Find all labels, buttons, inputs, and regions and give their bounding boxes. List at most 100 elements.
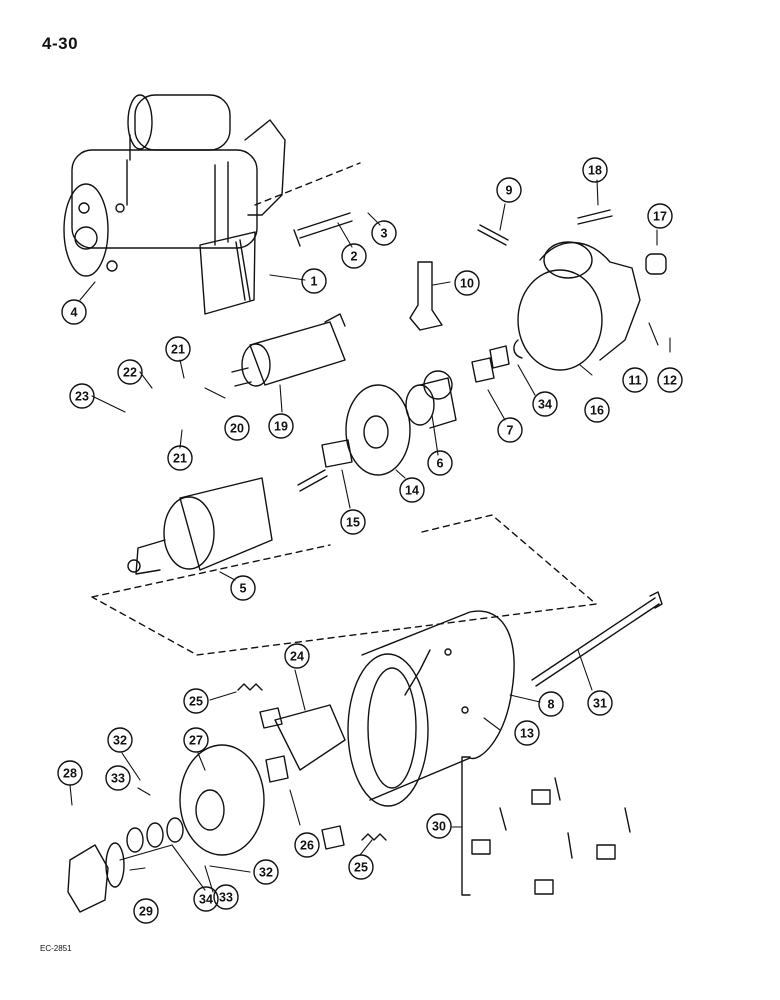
svg-text:25: 25 [189, 695, 203, 709]
decal [199, 231, 256, 315]
svg-text:3: 3 [381, 227, 388, 241]
callout-4[interactable]: 4 [61, 299, 87, 325]
callout-7[interactable]: 7 [497, 417, 523, 443]
callout-14[interactable]: 14 [399, 477, 425, 503]
svg-text:22: 22 [123, 366, 137, 380]
callout-33[interactable]: 33 [213, 884, 239, 910]
svg-text:21: 21 [173, 452, 187, 466]
callout-34[interactable]: 34 [532, 391, 558, 417]
callout-13[interactable]: 13 [514, 720, 540, 746]
svg-text:6: 6 [437, 457, 444, 471]
bolt [477, 224, 509, 246]
callout-17[interactable]: 17 [647, 203, 673, 229]
drive-lever [409, 261, 443, 331]
callout-26[interactable]: 26 [294, 832, 320, 858]
assembly-outline-upper [254, 162, 361, 206]
page-number: 4-30 [42, 34, 79, 53]
svg-text:12: 12 [663, 374, 677, 388]
callout-16[interactable]: 16 [584, 397, 610, 423]
svg-text:30: 30 [432, 820, 446, 834]
callout-18[interactable]: 18 [582, 157, 608, 183]
svg-text:10: 10 [460, 277, 474, 291]
bolt [293, 212, 353, 247]
svg-text:20: 20 [230, 422, 244, 436]
field-housing [347, 610, 515, 807]
svg-text:32: 32 [113, 734, 127, 748]
callout-22[interactable]: 22 [117, 359, 143, 385]
svg-text:5: 5 [240, 582, 247, 596]
svg-text:7: 7 [507, 424, 514, 438]
svg-text:1: 1 [311, 275, 318, 289]
callout-21[interactable]: 21 [167, 445, 193, 471]
through-bolt [531, 591, 663, 687]
svg-text:19: 19 [274, 420, 288, 434]
bushing [645, 253, 667, 275]
solenoid [231, 313, 346, 387]
callout-11[interactable]: 11 [622, 367, 648, 393]
callout-25[interactable]: 25 [348, 854, 374, 880]
svg-text:34: 34 [199, 893, 213, 907]
svg-text:18: 18 [588, 164, 602, 178]
spring [237, 683, 263, 691]
collar [471, 357, 495, 383]
callout-27[interactable]: 27 [183, 727, 209, 753]
svg-text:34: 34 [538, 398, 552, 412]
callout-1[interactable]: 1 [301, 268, 327, 294]
drive-pinion [405, 370, 457, 429]
end-cap [67, 842, 125, 913]
callout-15[interactable]: 15 [340, 509, 366, 535]
svg-text:13: 13 [520, 727, 534, 741]
svg-text:17: 17 [653, 210, 667, 224]
armature [127, 469, 328, 575]
svg-text:33: 33 [111, 772, 125, 786]
svg-text:28: 28 [63, 767, 77, 781]
callouts: 1 2 3 4 5 6 7 8 9 10 11 12 13 14 15 16 1… [57, 157, 683, 924]
brush-holder [259, 704, 346, 850]
callout-10[interactable]: 10 [454, 270, 480, 296]
bearing [321, 439, 353, 468]
callout-20[interactable]: 20 [224, 415, 250, 441]
callout-9[interactable]: 9 [496, 177, 522, 203]
callout-32[interactable]: 32 [253, 859, 279, 885]
svg-text:25: 25 [354, 861, 368, 875]
callout-30[interactable]: 30 [426, 813, 452, 839]
svg-text:4: 4 [71, 306, 78, 320]
snap-ring [513, 339, 523, 359]
callout-31[interactable]: 31 [587, 690, 613, 716]
bolt [577, 209, 613, 225]
svg-text:16: 16 [590, 404, 604, 418]
figure-reference: EC-2851 [40, 944, 72, 953]
spring [361, 833, 387, 841]
end-plate [345, 384, 411, 476]
callout-19[interactable]: 19 [268, 413, 294, 439]
callout-12[interactable]: 12 [657, 367, 683, 393]
callout-28[interactable]: 28 [57, 760, 83, 786]
callout-2[interactable]: 2 [341, 243, 367, 269]
starter-motor-assembly [63, 94, 286, 277]
callout-34[interactable]: 34 [193, 886, 219, 912]
svg-text:11: 11 [628, 374, 641, 388]
callout-21[interactable]: 21 [165, 336, 191, 362]
callout-23[interactable]: 23 [69, 383, 95, 409]
svg-text:23: 23 [75, 390, 89, 404]
callout-29[interactable]: 29 [133, 898, 159, 924]
svg-text:31: 31 [593, 697, 607, 711]
bushing [265, 755, 289, 783]
svg-text:27: 27 [189, 734, 203, 748]
callout-24[interactable]: 24 [284, 643, 310, 669]
svg-text:26: 26 [300, 839, 314, 853]
callout-33[interactable]: 33 [105, 765, 131, 791]
svg-text:2: 2 [351, 250, 358, 264]
commutator-end-frame [179, 744, 265, 856]
callout-5[interactable]: 5 [230, 575, 256, 601]
callout-6[interactable]: 6 [427, 450, 453, 476]
svg-text:32: 32 [259, 866, 273, 880]
svg-text:24: 24 [290, 650, 304, 664]
svg-text:14: 14 [405, 484, 419, 498]
brush-kit-bracket [461, 756, 471, 896]
callout-8[interactable]: 8 [538, 691, 564, 717]
callout-32[interactable]: 32 [107, 727, 133, 753]
callout-25[interactable]: 25 [183, 688, 209, 714]
callout-3[interactable]: 3 [371, 220, 397, 246]
